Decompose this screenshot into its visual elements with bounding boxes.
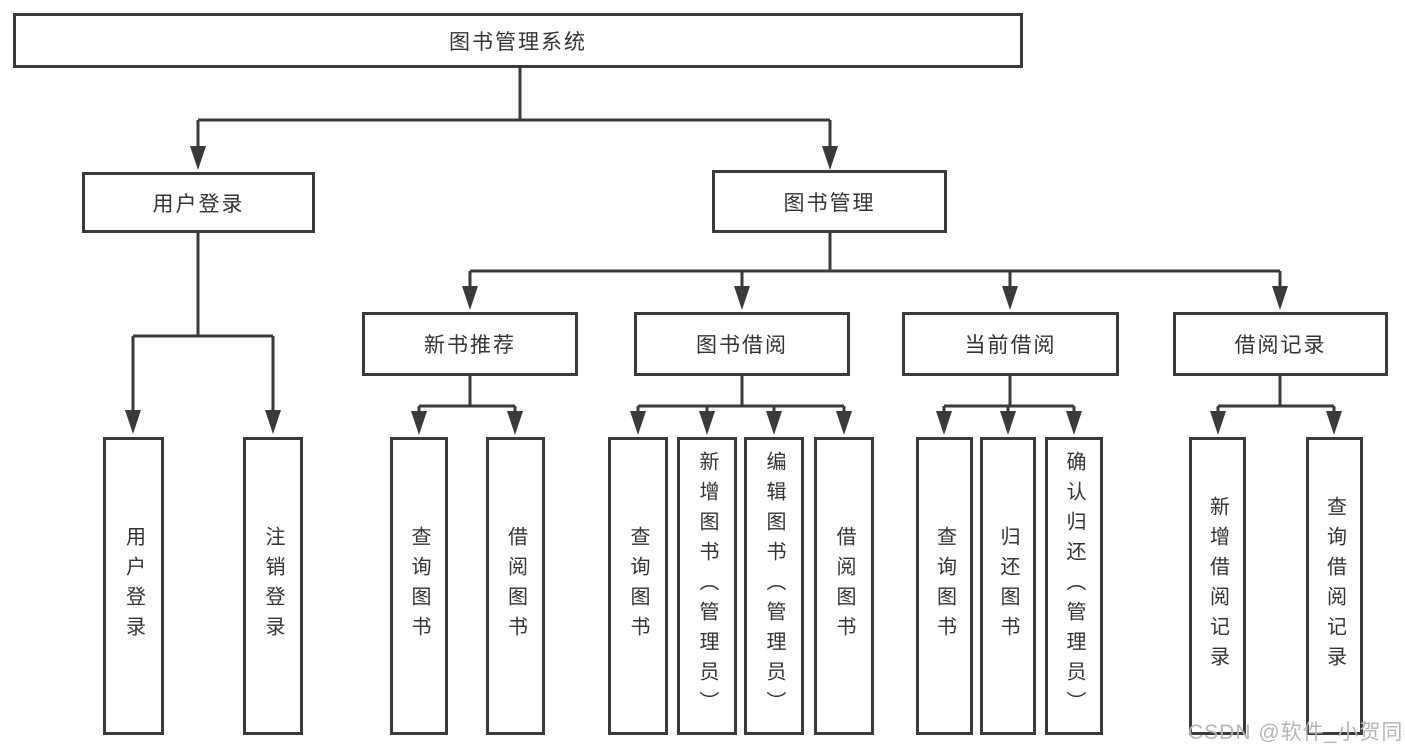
- leaf-query-books: 查询图书: [916, 437, 973, 735]
- leaf-label: 查询借阅记录: [1323, 496, 1346, 676]
- leaf-query-borrow-record: 查询借阅记录: [1306, 437, 1363, 735]
- leaf-label: 查询图书: [933, 526, 956, 646]
- node-current-borrowing: 当前借阅: [902, 312, 1119, 376]
- leaf-label: 注销登录: [262, 526, 284, 646]
- node-book-borrowing: 图书借阅: [634, 312, 850, 376]
- leaf-label: 确认归还（管理员）: [1063, 451, 1085, 721]
- leaf-user-login: 用户登录: [103, 437, 164, 735]
- leaf-query-books: 查询图书: [390, 437, 448, 735]
- node-user-login: 用户登录: [82, 172, 315, 233]
- leaf-borrow-books: 借阅图书: [814, 437, 874, 735]
- leaf-add-books-admin: 新增图书（管理员）: [677, 437, 737, 735]
- leaf-label: 新增借阅记录: [1206, 496, 1229, 676]
- leaf-label: 借阅图书: [504, 526, 527, 646]
- leaf-query-books: 查询图书: [608, 437, 668, 735]
- node-label: 新书推荐: [424, 334, 516, 357]
- leaf-label: 新增图书（管理员）: [696, 451, 718, 721]
- leaf-logout: 注销登录: [243, 437, 303, 735]
- node-label: 用户登录: [152, 192, 245, 216]
- node-label: 图书借阅: [696, 334, 788, 357]
- leaf-label: 查询图书: [408, 526, 430, 646]
- leaf-label: 借阅图书: [833, 526, 855, 646]
- leaf-label: 归还图书: [997, 526, 1019, 646]
- leaf-label: 用户登录: [122, 526, 145, 646]
- csdn-watermark: CSDN @软件_小贺同学: [1188, 721, 1405, 744]
- leaf-label: 编辑图书（管理员）: [763, 451, 785, 721]
- leaf-borrow-books: 借阅图书: [486, 437, 545, 735]
- leaf-add-borrow-record: 新增借阅记录: [1189, 437, 1246, 735]
- node-borrow-records: 借阅记录: [1173, 312, 1388, 376]
- leaf-label: 查询图书: [627, 526, 649, 646]
- node-library-system: 图书管理系统: [13, 13, 1023, 68]
- node-label: 图书管理: [783, 191, 876, 215]
- node-book-management: 图书管理: [712, 170, 947, 233]
- arrowhead-icons: [125, 146, 1342, 435]
- leaf-edit-books-admin: 编辑图书（管理员）: [744, 437, 804, 735]
- node-label: 图书管理系统: [449, 30, 587, 54]
- node-new-book-recommend: 新书推荐: [362, 312, 578, 376]
- node-label: 当前借阅: [964, 334, 1057, 357]
- leaf-confirm-return-admin: 确认归还（管理员）: [1045, 437, 1103, 735]
- leaf-return-books: 归还图书: [980, 437, 1036, 735]
- node-label: 借阅记录: [1234, 334, 1327, 357]
